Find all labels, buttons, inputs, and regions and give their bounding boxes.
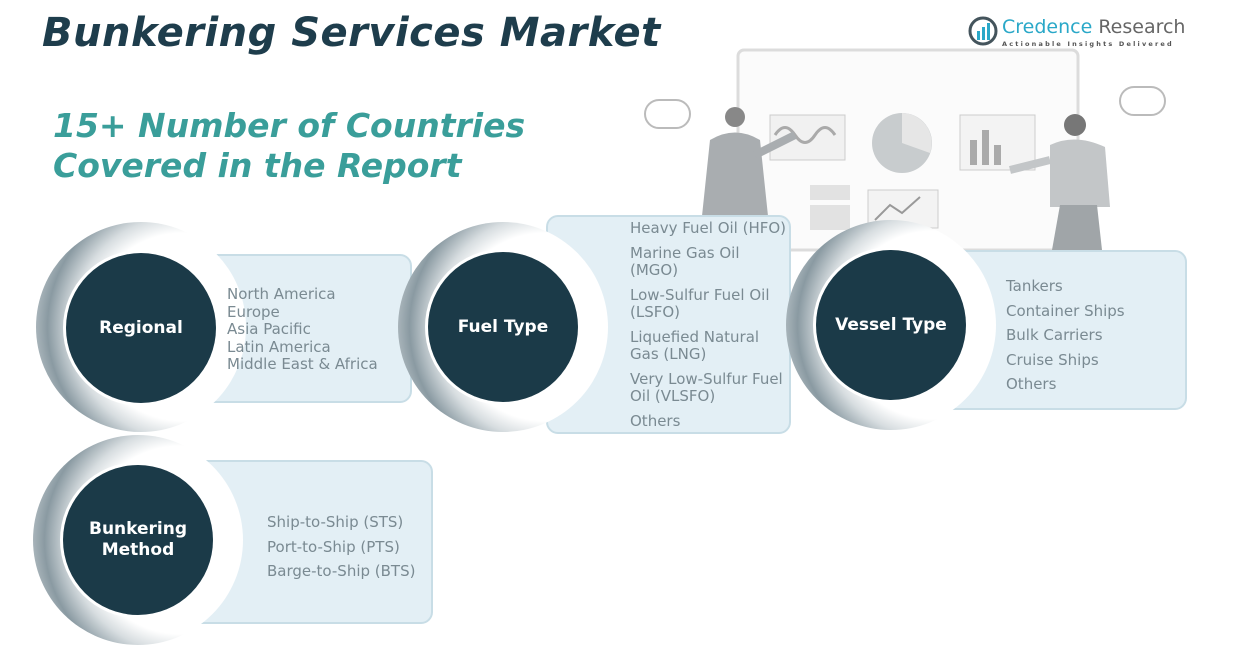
subtitle-line-1: 15+ Number of Countries <box>53 106 526 145</box>
list-item: Asia Pacific <box>227 320 311 338</box>
list-item: Low-Sulfur Fuel Oil (LSFO) <box>630 285 770 321</box>
list-item: Cruise Ships <box>1006 350 1099 369</box>
page-title: Bunkering Services Market <box>42 10 661 56</box>
list-item: Liquefied Natural Gas (LNG) <box>630 327 760 363</box>
list-item: Very Low-Sulfur Fuel Oil (VLSFO) <box>630 369 783 405</box>
presentation-illustration <box>644 48 1166 252</box>
bunkering-method-items: Ship-to-Ship (STS) Port-to-Ship (PTS) Ba… <box>267 510 415 584</box>
logo-chart-icon <box>968 16 998 46</box>
fuel-type-items: Heavy Fuel Oil (HFO) Marine Gas Oil (MGO… <box>630 219 788 430</box>
list-item: Latin America <box>227 337 331 356</box>
list-item: Ship-to-Ship (STS) <box>267 513 404 531</box>
list-item: Others <box>1006 375 1057 394</box>
list-item: Middle East & Africa <box>227 355 378 373</box>
fuel-type-circle: Fuel Type <box>428 252 578 402</box>
regional-circle: Regional <box>66 253 216 403</box>
list-item: Port-to-Ship (PTS) <box>267 537 400 556</box>
logo-tagline: Actionable Insights Delivered <box>1002 40 1174 48</box>
list-item: Others <box>630 411 681 430</box>
list-item: North America <box>227 285 336 303</box>
credence-logo: Credence Research Actionable Insights De… <box>968 16 1185 50</box>
vessel-type-items: Tankers Container Ships Bulk Carriers Cr… <box>1006 274 1125 397</box>
logo-name: Credence Research <box>1002 16 1186 38</box>
list-item: Marine Gas Oil (MGO) <box>630 243 740 279</box>
list-item: Bulk Carriers <box>1006 326 1103 345</box>
list-item: Tankers <box>1006 277 1063 295</box>
bunkering-method-circle: Bunkering Method <box>63 465 213 615</box>
list-item: Heavy Fuel Oil (HFO) <box>630 219 787 237</box>
vessel-type-circle: Vessel Type <box>816 250 966 400</box>
list-item: Container Ships <box>1006 301 1125 320</box>
regional-items: North America Europe Asia Pacific Latin … <box>227 285 407 374</box>
subtitle-line-2: Covered in the Report <box>53 146 462 185</box>
list-item: Barge-to-Ship (BTS) <box>267 562 416 581</box>
list-item: Europe <box>227 302 280 321</box>
